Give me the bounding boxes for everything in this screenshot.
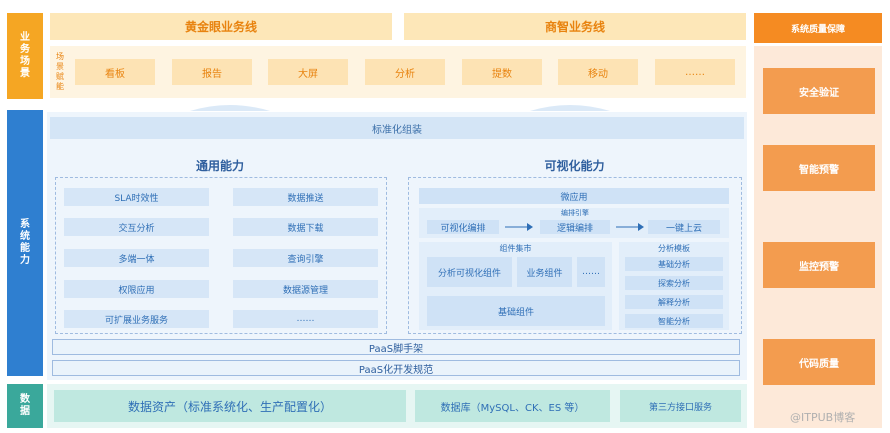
general-item-extensible: 可扩展业务服务 [64, 310, 209, 328]
flow-logic-orchestration: 逻辑编排 [540, 220, 610, 234]
micro-app-bar: 微应用 [419, 188, 729, 204]
template-explain: 解释分析 [625, 295, 723, 309]
quality-item-monitor-warning: 监控预警 [763, 242, 875, 288]
up-arrow-left-decoration [190, 105, 270, 111]
template-basic: 基础分析 [625, 257, 723, 271]
general-item-permission: 权限应用 [64, 280, 209, 298]
data-assets-box: 数据资产（标准系统化、生产配置化） [54, 390, 406, 422]
quality-item-code-quality: 代码质量 [763, 339, 875, 385]
template-explore: 探索分析 [625, 276, 723, 290]
third-party-api-box: 第三方接口服务 [620, 390, 741, 422]
scene-report: 报告 [172, 59, 252, 85]
market-item-more: …… [577, 257, 605, 287]
paas-scaffold-bar: PaaS脚手架 [52, 339, 740, 355]
general-item-interactive: 交互分析 [64, 218, 209, 236]
market-item-analysis-visual: 分析可视化组件 [427, 257, 512, 287]
general-item-multi-end: 多端一体 [64, 249, 209, 267]
scene-extract: 提数 [462, 59, 542, 85]
general-item-download: 数据下载 [233, 218, 378, 236]
quality-assurance-title: 系统质量保障 [754, 13, 882, 43]
general-capability-title: 通用能力 [195, 158, 244, 173]
general-item-query-engine: 查询引擎 [233, 249, 378, 267]
flow-visual-orchestration: 可视化编排 [427, 220, 499, 234]
analysis-template-title: 分析模板 [658, 243, 690, 253]
gold-eye-business-line: 黄金眼业务线 [50, 13, 392, 40]
visual-capability-title: 可视化能力 [544, 158, 605, 173]
arrow-right-icon [505, 223, 533, 231]
scene-analysis: 分析 [365, 59, 445, 85]
quality-item-smart-warning: 智能预警 [763, 145, 875, 191]
scene-kanban: 看板 [75, 59, 155, 85]
database-box: 数据库（MySQL、CK、ES 等） [415, 390, 610, 422]
bi-business-line: 商智业务线 [404, 13, 746, 40]
watermark: @ITPUB博客 [790, 411, 856, 424]
general-item-more: …… [233, 310, 378, 328]
system-capability-label: 系 统 能 力 [7, 110, 43, 376]
scene-empower-label: 场 景 赋 能 [56, 52, 64, 91]
general-item-sla: SLA时效性 [64, 188, 209, 206]
paas-spec-bar: PaaS化开发规范 [52, 360, 740, 376]
scene-more: …… [655, 59, 735, 85]
standard-assembly-bar: 标准化组装 [50, 117, 744, 139]
general-item-datasource: 数据源管理 [233, 280, 378, 298]
component-market-title: 组件集市 [499, 244, 532, 253]
arrow-right-icon [616, 223, 644, 231]
general-capability-frame [55, 177, 387, 334]
visual-capability-frame [408, 177, 742, 334]
general-item-push: 数据推送 [233, 188, 378, 206]
business-scene-label: 业 务 场 景 [7, 13, 43, 99]
orchestration-engine-label: 编排引擎 [561, 209, 589, 217]
market-item-business: 业务组件 [517, 257, 572, 287]
data-label: 数 据 [7, 384, 43, 428]
template-smart: 智能分析 [625, 314, 723, 328]
base-component-bar: 基础组件 [427, 296, 605, 326]
scene-mobile: 移动 [558, 59, 638, 85]
quality-item-security: 安全验证 [763, 68, 875, 114]
up-arrow-right-decoration [530, 105, 610, 111]
scene-big-screen: 大屏 [268, 59, 348, 85]
flow-one-click-cloud: 一键上云 [648, 220, 720, 234]
